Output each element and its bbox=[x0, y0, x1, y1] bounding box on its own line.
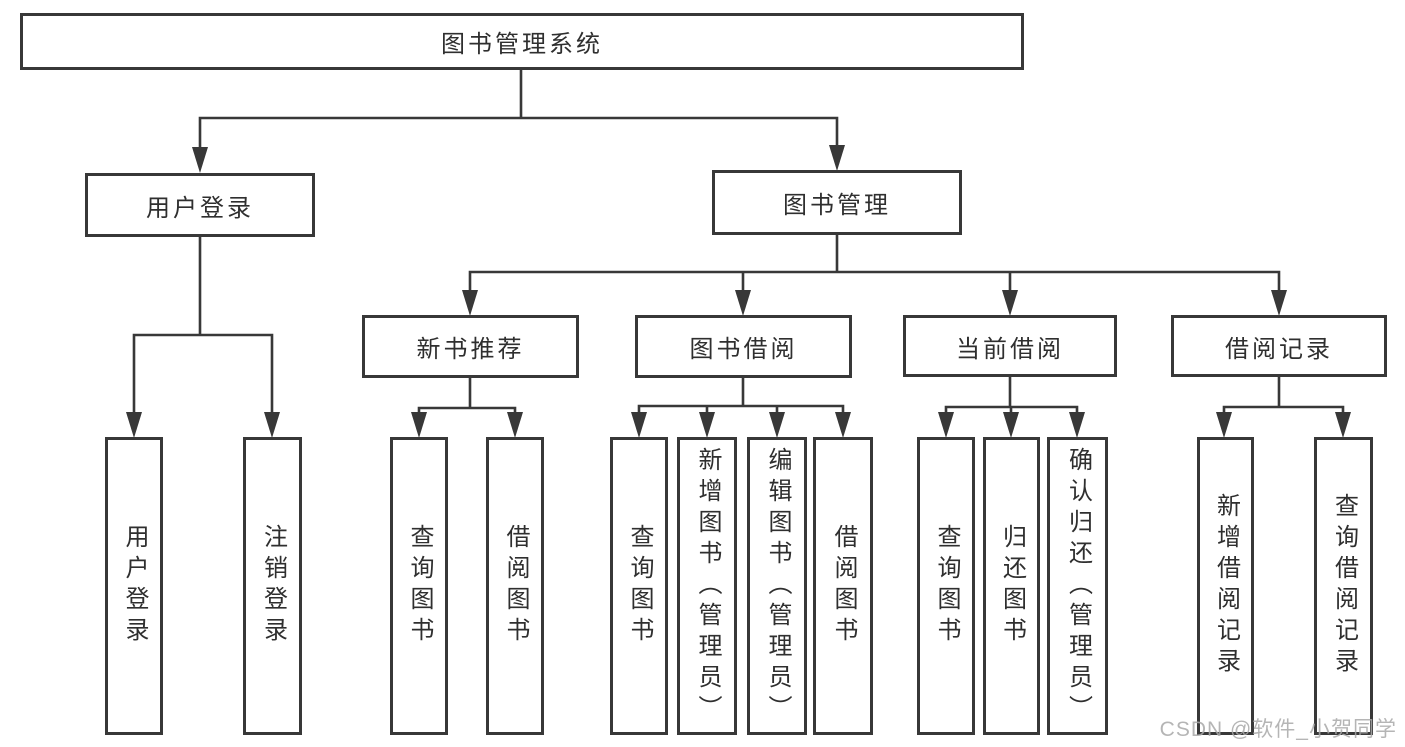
leaf-query-books-recommend: 查询图书 bbox=[390, 437, 448, 735]
node-new-book-recommend: 新书推荐 bbox=[362, 315, 579, 378]
leaf-edit-book-admin: 编辑图书（管理员） bbox=[747, 437, 807, 735]
leaf-add-book-admin: 新增图书（管理员） bbox=[677, 437, 737, 735]
node-borrowing-records: 借阅记录 bbox=[1171, 315, 1387, 377]
leaf-logout: 注销登录 bbox=[243, 437, 302, 735]
leaf-query-borrow-record: 查询借阅记录 bbox=[1314, 437, 1373, 735]
node-new-book-recommend-label: 新书推荐 bbox=[416, 336, 525, 363]
node-book-borrowing-label: 图书借阅 bbox=[689, 336, 798, 363]
leaf-add-borrow-record: 新增借阅记录 bbox=[1197, 437, 1254, 735]
node-borrowing-records-label: 借阅记录 bbox=[1225, 335, 1333, 363]
watermark: CSDN @软件_小贺同学 bbox=[1159, 718, 1397, 741]
node-current-borrowing: 当前借阅 bbox=[903, 315, 1117, 377]
leaf-borrow-books-borrowing: 借阅图书 bbox=[813, 437, 873, 735]
node-root: 图书管理系统 bbox=[20, 13, 1024, 70]
leaf-confirm-return-admin: 确认归还（管理员） bbox=[1047, 437, 1108, 735]
node-current-borrowing-label: 当前借阅 bbox=[956, 335, 1064, 363]
leaf-query-books-current: 查询图书 bbox=[917, 437, 975, 735]
leaf-user-login: 用户登录 bbox=[105, 437, 163, 735]
node-root-label: 图书管理系统 bbox=[441, 31, 603, 58]
node-user-login: 用户登录 bbox=[85, 173, 315, 237]
node-user-login-label: 用户登录 bbox=[146, 194, 254, 222]
node-book-borrowing: 图书借阅 bbox=[635, 315, 852, 378]
node-book-management-label: 图书管理 bbox=[783, 192, 891, 219]
node-book-management: 图书管理 bbox=[712, 170, 962, 235]
leaf-borrow-books-recommend: 借阅图书 bbox=[486, 437, 544, 735]
leaf-return-book: 归还图书 bbox=[983, 437, 1040, 735]
leaf-query-books-borrowing: 查询图书 bbox=[610, 437, 668, 735]
